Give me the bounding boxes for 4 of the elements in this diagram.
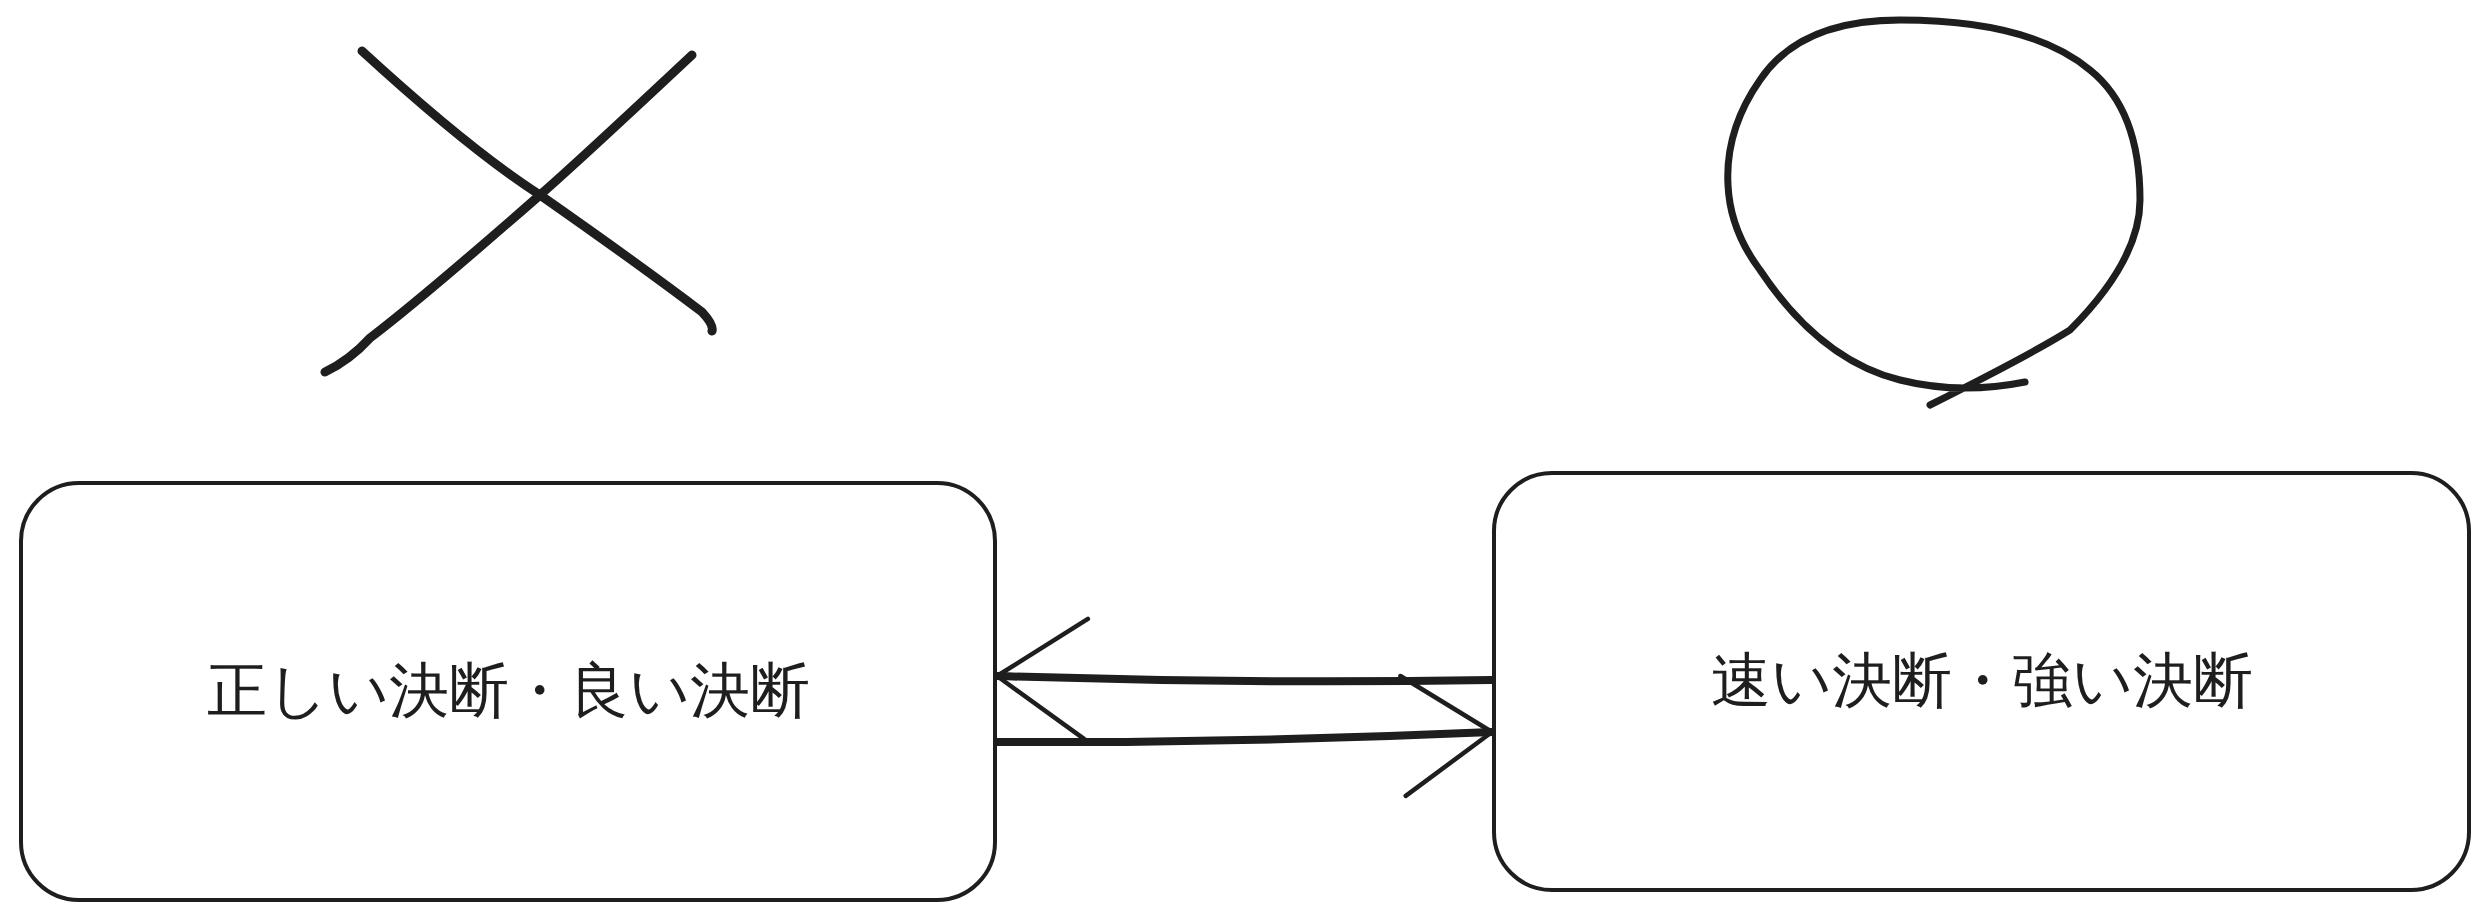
box-label: 正しい決断・良い決断 [206,654,810,727]
rounded-box [19,481,997,902]
rounded-box [1492,471,2471,892]
box-label: 速い決断・強い決断 [1710,644,2253,717]
